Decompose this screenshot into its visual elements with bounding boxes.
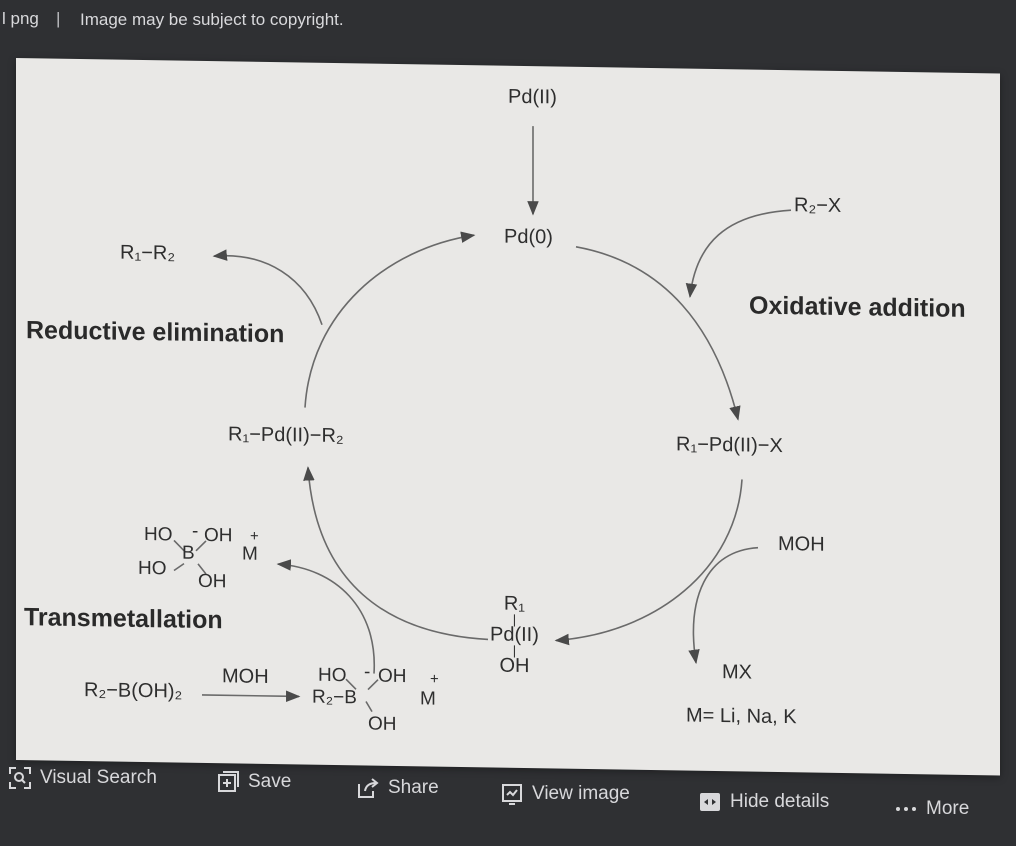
borate-oh-top: OH [204,524,233,547]
ate-minus: - [364,661,371,683]
transmetallation-label: Transmetallation [24,603,223,635]
more-dots-icon [894,803,918,815]
ate-plus: + [430,670,439,688]
save-label: Save [248,771,292,792]
product-out-arrow [212,249,323,326]
reductive-elimination-label: Reductive elimination [26,316,285,349]
cycle-arrows [173,126,792,712]
borate-boron: B [182,542,195,564]
r2-x: R₂−X [794,194,842,217]
borate-oh-bottom: OH [198,570,227,593]
more-button[interactable]: More [894,798,969,820]
ate-counterion: M [420,688,436,710]
separator: | [56,9,61,28]
more-label: More [926,798,970,819]
ate-ho-top: HO [318,664,347,687]
hide-details-button[interactable]: Hide details [698,790,829,814]
arc-ligand-exchange [554,479,743,646]
filename-fragment: l png [2,9,39,28]
moh-mx-arrow [688,546,759,665]
r1-pd-ii-r2: R₁−Pd(II)−R₂ [228,423,344,448]
borate-ho-top: HO [144,524,173,546]
borate-ho-bottom: HO [138,557,167,580]
borate-out-arrow [276,559,375,674]
borate-minus: - [192,520,199,542]
hide-details-icon [698,790,722,814]
boronate-formation-arrow [202,690,301,703]
pd-ii-precatalyst: Pd(II) [508,85,557,109]
pd-0: Pd(0) [504,225,553,249]
share-icon [356,776,380,800]
moh-bottom: MOH [222,665,269,688]
visual-search-button[interactable]: Visual Search [8,766,157,790]
image-actions-toolbar: Visual Search Save Share View image Hide… [0,760,1016,846]
borate-plus: + [250,527,259,545]
view-image-label: View image [532,783,630,804]
save-icon [216,770,240,794]
r2x-incoming-arrow [685,209,792,299]
copyright-notice: Image may be subject to copyright. [80,10,344,29]
boronic-acid: R₂−B(OH)₂ [84,679,183,703]
oxidative-addition-label: Oxidative addition [749,291,966,323]
visual-search-icon [8,766,32,790]
r1-r2-product: R₁−R₂ [120,241,176,265]
view-image-button[interactable]: View image [500,782,630,806]
visual-search-label: Visual Search [40,767,157,788]
ate-oh-top: OH [378,665,407,688]
view-image-icon [500,782,524,806]
borate-bonds [173,539,207,575]
r1-pd-ii-x: R₁−Pd(II)−X [676,433,783,458]
share-button[interactable]: Share [356,776,439,800]
reaction-cycle-image[interactable]: Pd(II) Pd(0) R₂−X Oxidative addition R₁−… [16,58,1000,776]
share-label: Share [388,777,439,798]
counterion-list: M= Li, Na, K [686,704,797,729]
arc-oxidative [575,246,741,421]
borate-counterion: M [242,543,258,565]
ate-oh-bottom: OH [368,713,397,735]
arc-reductive [304,231,476,408]
mx: MX [722,661,752,684]
ate-bonds [345,678,379,712]
image-info-bar: l png | Image may be subject to copyrigh… [0,0,1016,44]
moh-right: MOH [778,532,825,556]
hide-details-label: Hide details [730,791,830,812]
hydroxo-ligand: OH [499,654,530,678]
save-button[interactable]: Save [216,770,291,794]
pd-ii-hydroxo-complex: R₁ | Pd(II) | OH [490,593,539,678]
ate-r2-boron: R₂−B [312,686,357,709]
arc-transmetallation [303,466,489,641]
